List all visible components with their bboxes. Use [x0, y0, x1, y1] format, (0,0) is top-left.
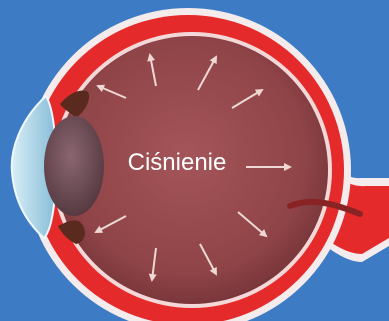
lens	[44, 116, 104, 216]
pressure-label: Ciśnienie	[116, 148, 238, 178]
